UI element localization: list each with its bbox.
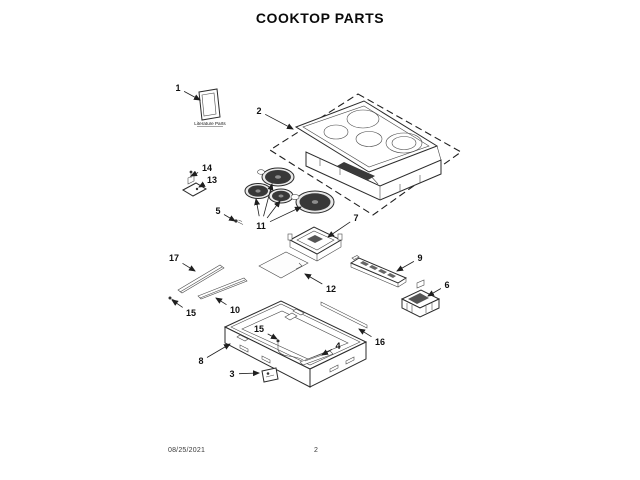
callout-number-17: 17 [169, 253, 179, 263]
callout-number-7: 7 [353, 213, 358, 223]
callout-number-16: 16 [375, 337, 385, 347]
callout-leader-11 [266, 200, 281, 219]
callout-leader-17 [182, 262, 196, 272]
callout-number-3: 3 [229, 369, 234, 379]
callout-leader-4 [321, 349, 333, 356]
element-support-bracket [287, 226, 343, 262]
rear-trim-strip [320, 301, 368, 329]
callout-number-2: 2 [256, 106, 261, 116]
callout-leader-11 [254, 198, 261, 217]
callout-leader-2 [265, 113, 294, 130]
callout-number-13: 13 [207, 175, 217, 185]
callout-leader-1 [183, 91, 201, 101]
callout-leader-7 [327, 221, 351, 238]
callout-leader-10 [215, 297, 227, 306]
junction-part-3 [261, 367, 279, 383]
dashed-boundary [268, 93, 463, 216]
screw-14 [189, 170, 193, 174]
element-small-mid [268, 188, 294, 204]
callout-leader-13 [198, 181, 206, 188]
callout-number-14: 14 [202, 163, 212, 173]
insulation-pad [258, 251, 309, 279]
callout-number-1: 1 [175, 83, 180, 93]
callout-number-5: 5 [215, 206, 220, 216]
trim-rail-17 [177, 264, 225, 294]
heating-elements [244, 167, 335, 214]
burner-outline-2 [323, 124, 349, 140]
callout-number-6: 6 [444, 280, 449, 290]
cooktop-frame [305, 145, 442, 201]
burner-outline-3 [355, 131, 383, 147]
burner-outline-1 [346, 109, 380, 129]
literature-booklet [198, 88, 221, 121]
power-board [349, 255, 408, 288]
callout-leader-9 [396, 261, 415, 272]
callout-leader-6 [427, 288, 442, 297]
callout-number-15: 15 [186, 308, 196, 318]
footer-date: 08/25/2021 [168, 447, 206, 454]
screw-15-inner [276, 339, 280, 343]
callout-leader-15 [267, 333, 278, 340]
callout-leader-16 [358, 328, 372, 338]
callout-number-4: 4 [335, 341, 340, 351]
callout-number-10: 10 [230, 305, 240, 315]
callout-leader-8 [206, 343, 231, 358]
callout-leader-14 [190, 170, 199, 177]
callout-leader-12 [304, 273, 323, 285]
callout-leader-11 [269, 206, 302, 223]
callout-number-12: 12 [326, 284, 336, 294]
callout-leader-3 [238, 370, 260, 377]
page-title: COOKTOP PARTS [255, 10, 385, 26]
element-large-right [290, 190, 335, 214]
element-medium-top [257, 167, 295, 187]
vent-slot [337, 162, 375, 180]
footer-part-number: Part No. W11546111 Rev. A [390, 447, 396, 454]
callout-leader-15 [171, 299, 183, 308]
footer-page-number: 2 [314, 447, 319, 454]
callout-leader-11 [263, 183, 274, 217]
callout-number-8: 8 [198, 356, 203, 366]
callout-leader-5 [223, 214, 236, 222]
terminal-block [400, 279, 441, 318]
glass-cooktop [294, 100, 439, 173]
literature-parts-label: Literature Parts [194, 121, 226, 126]
burner-outline-4 [385, 132, 423, 154]
element-small-left [244, 183, 272, 199]
screw-5 [234, 219, 244, 225]
trim-rail-10 [197, 277, 248, 300]
callout-number-9: 9 [417, 253, 422, 263]
callout-number-11: 11 [256, 221, 266, 231]
callout-number-15: 15 [254, 324, 264, 334]
